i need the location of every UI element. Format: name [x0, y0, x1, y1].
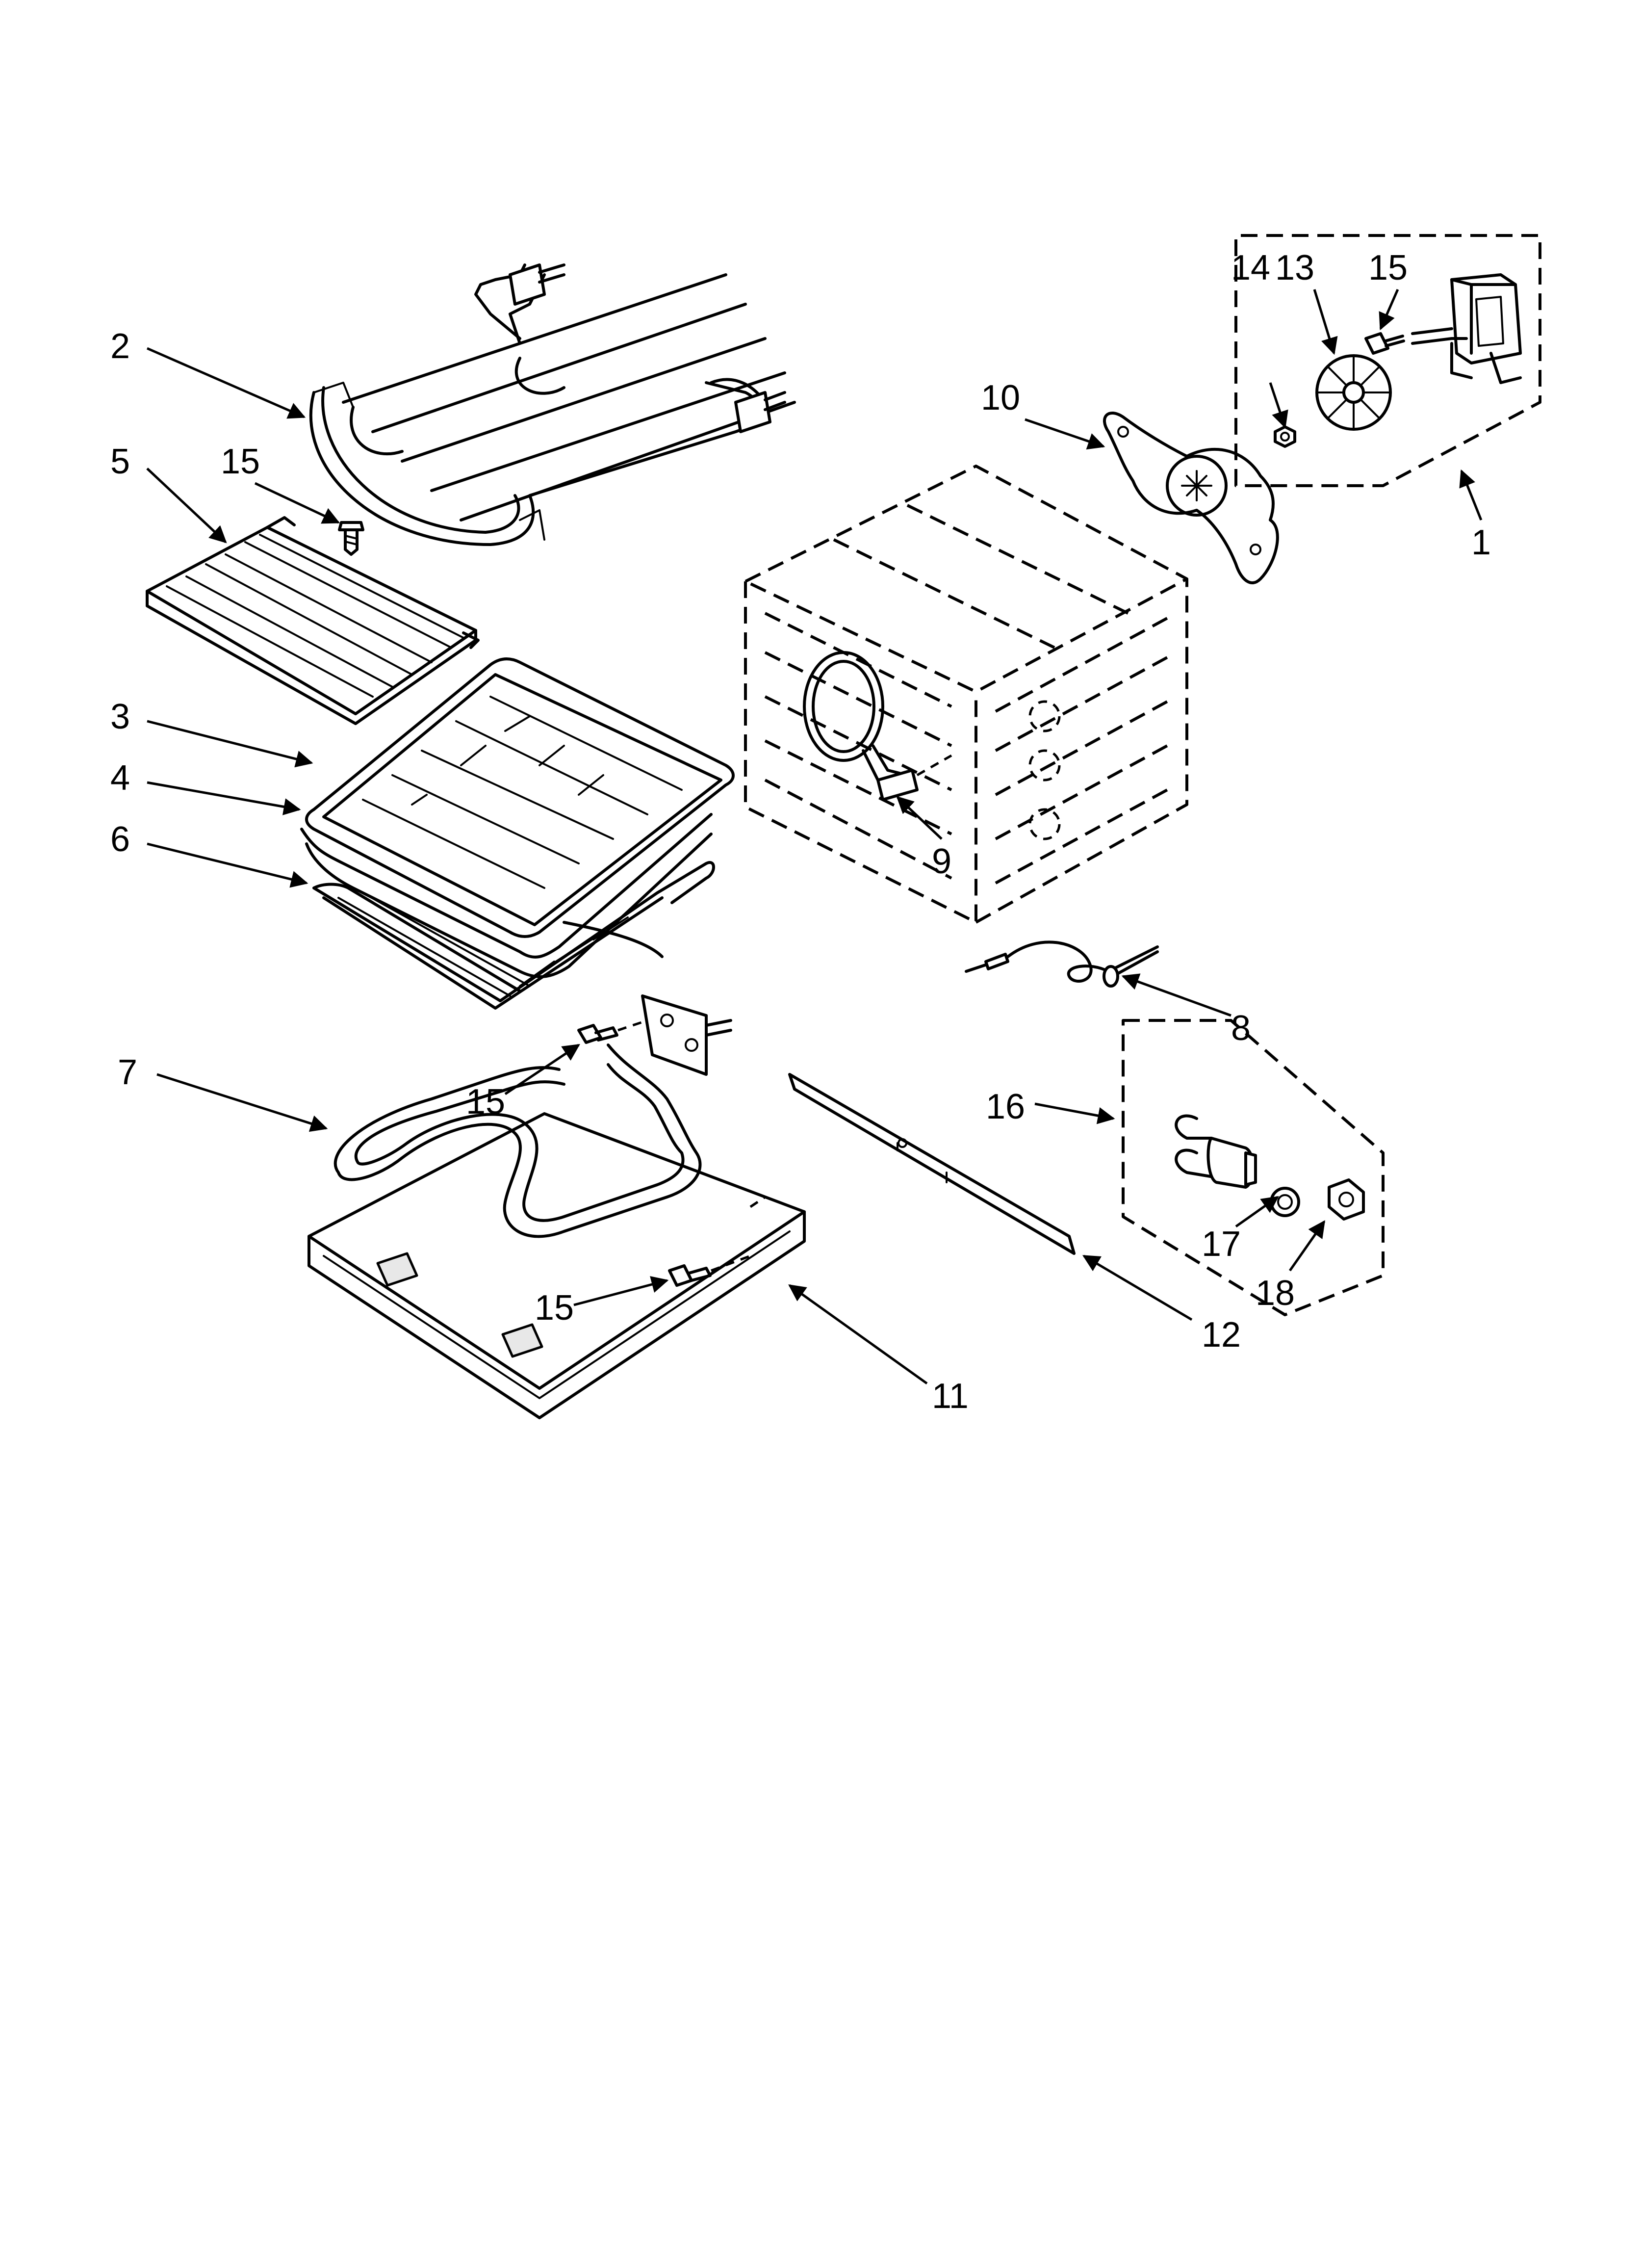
screw-tray — [668, 1254, 751, 1287]
leader-9 — [896, 796, 943, 840]
broiler-pan — [300, 657, 735, 978]
fan-baffle — [1103, 411, 1279, 584]
broil-element — [309, 263, 796, 546]
leader-7 — [156, 1073, 328, 1132]
leader-2 — [146, 347, 306, 419]
bake-element — [334, 994, 732, 1238]
leader-17 — [1235, 1196, 1279, 1228]
meat-probe — [965, 940, 1159, 988]
callout-14: 14 — [1231, 248, 1270, 287]
leader-16 — [1034, 1102, 1115, 1124]
oven-cavity — [744, 465, 1188, 924]
callout-12: 12 — [1202, 1315, 1241, 1355]
leader-15-bake — [504, 1043, 580, 1095]
callout-15-top: 15 — [221, 442, 260, 481]
screw-bake-element — [577, 1019, 648, 1044]
callout-10: 10 — [981, 378, 1020, 417]
leader-14 — [1269, 382, 1288, 429]
leader-3 — [147, 720, 313, 768]
callout-8: 8 — [1231, 1009, 1251, 1048]
leader-1 — [1459, 469, 1483, 521]
leader-6 — [147, 842, 308, 888]
callout-7: 7 — [118, 1053, 137, 1092]
broiler-grid — [312, 861, 715, 1010]
leader-15-tray — [573, 1276, 669, 1306]
convection-element — [803, 651, 952, 801]
leader-4 — [147, 781, 301, 815]
callout-18: 18 — [1256, 1274, 1295, 1313]
callout-16: 16 — [986, 1087, 1025, 1126]
callout-13: 13 — [1275, 248, 1314, 287]
callout-17: 17 — [1202, 1225, 1241, 1264]
leader-11 — [788, 1284, 928, 1385]
element-cover-tray — [308, 1112, 806, 1419]
callout-15-tray: 15 — [535, 1288, 574, 1328]
leader-arrows — [146, 288, 1483, 1385]
callout-2: 2 — [110, 327, 130, 366]
bracket-strip — [788, 1073, 1076, 1255]
leader-13 — [1313, 289, 1338, 355]
callout-1: 1 — [1471, 523, 1491, 562]
leader-5 — [146, 468, 227, 544]
callout-5: 5 — [110, 442, 130, 481]
callout-9: 9 — [932, 842, 951, 881]
leader-15-top — [254, 482, 340, 524]
convection-fan-assembly — [1234, 234, 1541, 487]
callout-15-fan: 15 — [1368, 248, 1408, 287]
callout-6: 6 — [110, 820, 130, 859]
leader-8 — [1121, 973, 1232, 1017]
callout-3: 3 — [110, 697, 130, 736]
leader-10 — [1025, 418, 1105, 450]
callout-labels: 2 5 15 3 4 6 7 15 15 11 10 9 14 13 15 1 … — [110, 248, 1491, 1416]
oven-rack — [146, 516, 480, 725]
callout-11: 11 — [932, 1377, 969, 1416]
screw-top — [338, 521, 364, 556]
callout-15-bake: 15 — [466, 1082, 505, 1121]
callout-4: 4 — [110, 758, 130, 798]
leader-18 — [1288, 1220, 1326, 1272]
leader-12 — [1082, 1254, 1193, 1321]
probe-jack-assembly — [1122, 1019, 1385, 1316]
leader-15-fan — [1379, 288, 1399, 331]
